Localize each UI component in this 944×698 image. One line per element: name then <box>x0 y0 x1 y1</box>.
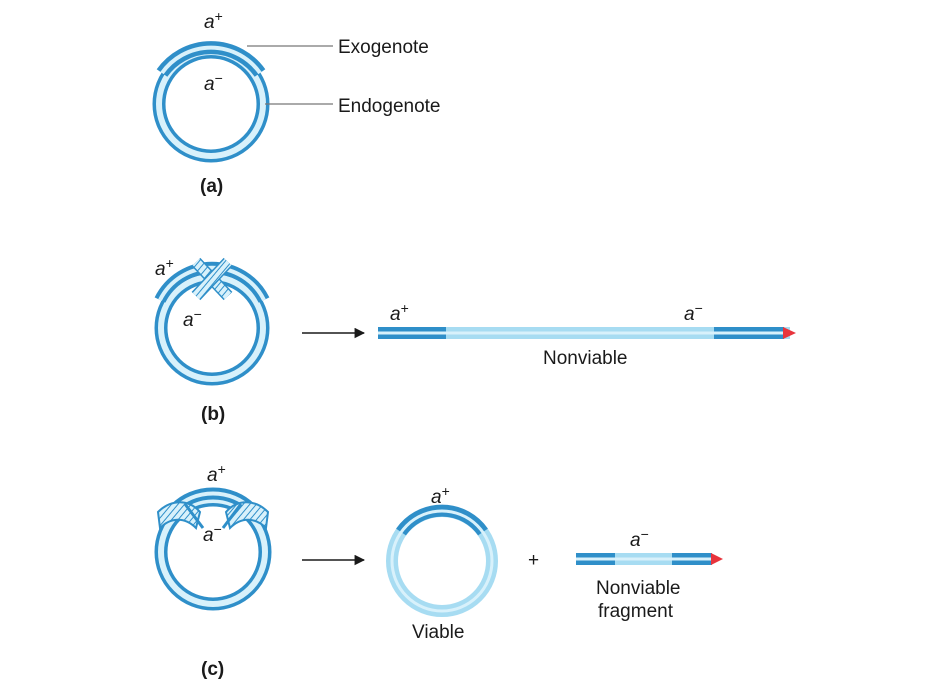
endogenote-label: Endogenote <box>338 96 441 117</box>
endogenote-allele: a− <box>203 521 222 546</box>
crossover-right <box>221 501 270 531</box>
endogenote-allele: a− <box>183 306 202 331</box>
fragment-label-line2: fragment <box>598 601 674 622</box>
viable-label: Viable <box>412 622 464 643</box>
panel-a: a+ a− Exogenote Endogenote (a) <box>152 8 441 197</box>
product-right-allele: a− <box>684 300 703 325</box>
endogenote-allele: a− <box>204 70 223 95</box>
panel-b-label: (b) <box>201 404 225 425</box>
nonviable-fragment <box>576 553 723 565</box>
linear-product <box>378 327 796 339</box>
panel-a-label: (a) <box>200 176 223 197</box>
exogenote-arc <box>156 41 266 77</box>
nonviable-label: Nonviable <box>543 348 628 369</box>
fragment-allele: a− <box>630 526 649 551</box>
viable-circle <box>386 504 498 617</box>
exogenote-allele: a+ <box>207 461 226 486</box>
panel-c-label: (c) <box>201 659 224 680</box>
arrow-tip-icon <box>711 553 723 565</box>
panel-b: a+ a− a+ a− Nonviable (b) <box>154 255 796 425</box>
product-left-allele: a+ <box>390 300 409 325</box>
viable-allele: a+ <box>431 483 450 508</box>
endogenote-ring <box>154 270 270 386</box>
exogenote-label: Exogenote <box>338 37 429 58</box>
panel-c: a+ a− a+ Viable + a− Nonviable fragment … <box>154 461 723 680</box>
fragment-label-line1: Nonviable <box>596 578 681 599</box>
exogenote-allele: a+ <box>155 255 174 280</box>
crossover-left <box>156 501 205 531</box>
plus-sign: + <box>528 550 539 571</box>
arrow-tip-icon <box>783 327 796 339</box>
endogenote-ring <box>154 493 272 611</box>
exogenote-arc <box>154 261 270 303</box>
exogenote-allele: a+ <box>204 8 223 33</box>
crossover-x <box>191 257 233 301</box>
